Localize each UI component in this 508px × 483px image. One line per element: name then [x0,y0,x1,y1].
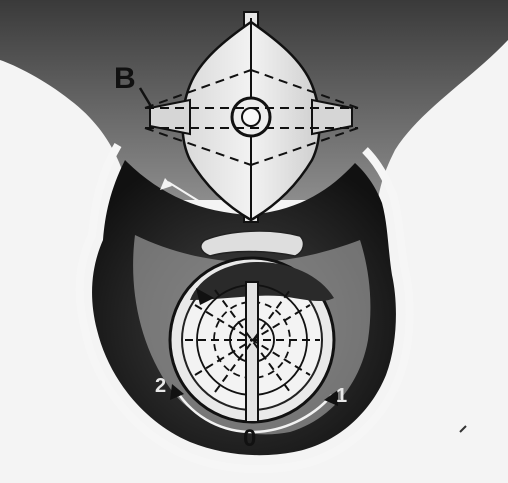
label-zero: 0 [243,425,256,452]
valve-hub-inner [242,108,260,126]
label-b: B [114,62,136,95]
lower-valve-stem [246,282,258,422]
label-two: 2 [155,375,166,397]
label-one: 1 [336,385,347,407]
